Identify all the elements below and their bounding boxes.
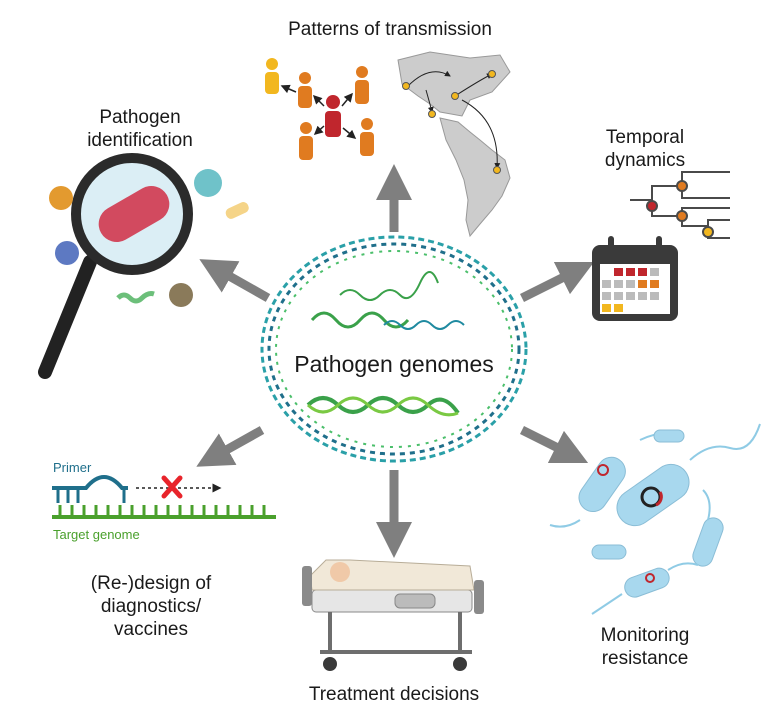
- transmission-network: [265, 58, 374, 160]
- plasmid-icon: [597, 464, 609, 476]
- map-icon: [397, 51, 511, 238]
- person-icon: [265, 58, 279, 94]
- arrow-upper-left: [199, 259, 271, 302]
- dna-strands: [306, 271, 465, 417]
- person-icon: [299, 122, 313, 160]
- label-temporal-dynamics: Temporal dynamics: [604, 127, 686, 171]
- person-icon: [298, 72, 312, 108]
- magnifier-icon: [38, 153, 193, 379]
- label-patterns-of-transmission: Patterns of transmission: [288, 19, 492, 40]
- phylogeny-icon: [630, 171, 730, 239]
- primer-diagram: [52, 475, 276, 519]
- dna-ring: [260, 235, 528, 463]
- primer-label: Primer: [53, 460, 92, 475]
- label-monitoring-resistance: Monitoring resistance: [600, 625, 690, 669]
- person-icon: [355, 66, 369, 104]
- label-redesign: (Re-)design of diagnostics/ vaccines: [90, 573, 212, 640]
- label-pathogen-identification: Pathogen identification: [87, 107, 193, 151]
- calendar-icon: [592, 236, 678, 321]
- arrow-lower-right: [519, 425, 589, 464]
- person-icon: [325, 95, 341, 137]
- cross-icon: [161, 475, 183, 499]
- person-icon: [360, 118, 374, 156]
- resistant-bacteria: [549, 423, 761, 615]
- center-title: Pathogen genomes: [294, 351, 494, 377]
- arrow-lower-left: [196, 426, 265, 467]
- target-genome-label: Target genome: [53, 527, 140, 542]
- hospital-bed-icon: [302, 559, 484, 671]
- virus-icon: [49, 169, 249, 307]
- arrow-upper-right: [519, 261, 595, 303]
- arrows: [196, 164, 595, 558]
- plasmid-icon: [645, 573, 655, 583]
- bacterium-icon: [98, 186, 170, 242]
- label-treatment-decisions: Treatment decisions: [308, 684, 480, 705]
